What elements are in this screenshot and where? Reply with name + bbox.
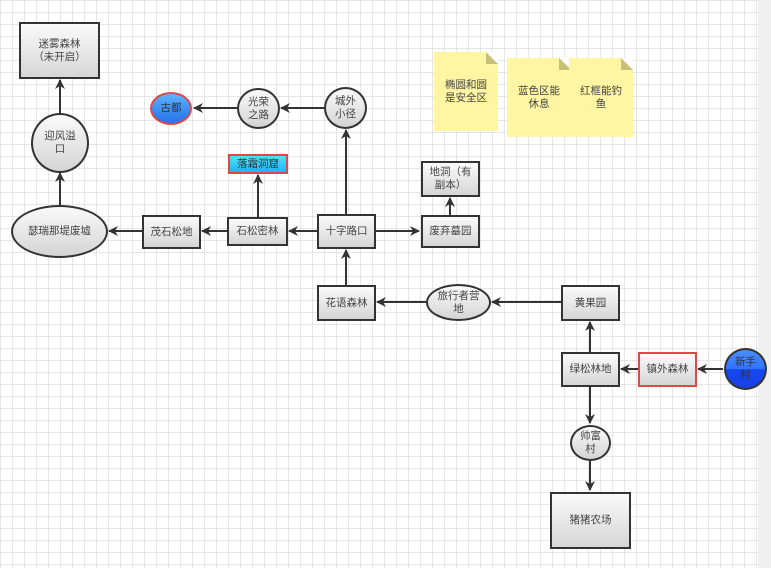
node-flower-forest[interactable]: 花语森林: [317, 285, 376, 321]
node-stone-pine-forest[interactable]: 石松密林: [227, 217, 288, 246]
node-outskirts-path[interactable]: 城外 小径: [324, 87, 367, 129]
node-cave-label: 地洞（有 副本）: [429, 166, 472, 191]
note-red-fishing[interactable]: 红框能钓 鱼: [569, 58, 633, 137]
node-graveyard-label: 废弃墓园: [429, 225, 472, 237]
note-fold-icon: [559, 58, 571, 70]
note-blue-rest-text: 蓝色区能 休息: [518, 84, 560, 110]
node-frost-cave[interactable]: 落霜洞窟: [228, 154, 288, 174]
note-red-fishing-text: 红框能钓 鱼: [580, 84, 622, 110]
node-flower-forest-label: 花语森林: [325, 296, 368, 309]
node-outer-forest[interactable]: 镇外森林: [638, 352, 697, 387]
node-outskirts-path-label: 城外 小径: [335, 95, 356, 120]
note-safe-zone[interactable]: 椭圆和圆 是安全区: [434, 52, 498, 131]
node-novice-village[interactable]: 新手 村: [724, 348, 767, 390]
node-crossroads-label: 十字路口: [325, 225, 368, 237]
node-mist-forest[interactable]: 迷雾森林 （未开启）: [19, 22, 100, 79]
node-green-pine-label: 绿松林地: [569, 363, 612, 375]
node-glory-road-label: 光荣 之路: [248, 95, 269, 121]
node-frost-cave-label: 落霜洞窟: [237, 157, 279, 170]
node-ancient-city-label: 古都: [160, 102, 182, 114]
node-novice-village-label: 新手 村: [735, 356, 756, 381]
node-traveler-camp-label: 旅行者营 地: [437, 289, 480, 315]
node-orchard-label: 黄果园: [574, 296, 607, 309]
node-ruins-label: 瑟瑞那堤废墟: [28, 225, 91, 237]
node-graveyard[interactable]: 废弃墓园: [421, 215, 480, 248]
node-glory-road[interactable]: 光荣 之路: [237, 88, 280, 129]
node-crossroads[interactable]: 十字路口: [317, 214, 376, 249]
node-pig-farm[interactable]: 猪猪农场: [550, 492, 631, 549]
node-shuaifu-village-label: 帅富 村: [580, 430, 601, 455]
node-shuaifu-village[interactable]: 帅富 村: [570, 425, 611, 461]
node-orchard[interactable]: 黄果园: [561, 285, 620, 321]
note-fold-icon: [486, 52, 498, 64]
note-fold-icon: [621, 58, 633, 70]
node-ancient-city[interactable]: 古都: [150, 92, 192, 125]
node-cave[interactable]: 地洞（有 副本）: [421, 161, 480, 197]
node-outer-forest-label: 镇外森林: [646, 363, 689, 375]
node-lush-pine-label: 茂石松地: [150, 225, 193, 238]
node-green-pine[interactable]: 绿松林地: [561, 352, 620, 387]
node-pig-farm-label: 猪猪农场: [569, 514, 612, 526]
node-mist-forest-label: 迷雾森林 （未开启）: [33, 37, 86, 63]
node-traveler-camp[interactable]: 旅行者营 地: [426, 284, 491, 321]
note-blue-rest[interactable]: 蓝色区能 休息: [507, 58, 571, 137]
note-safe-zone-text: 椭圆和圆 是安全区: [445, 78, 487, 104]
canvas-scroll-strip[interactable]: [758, 0, 771, 568]
node-wind-pass[interactable]: 迎风溢 口: [31, 113, 89, 173]
node-lush-pine[interactable]: 茂石松地: [142, 215, 201, 249]
node-stone-pine-forest-label: 石松密林: [236, 225, 279, 237]
node-wind-pass-label: 迎风溢 口: [44, 130, 76, 155]
node-ruins[interactable]: 瑟瑞那堤废墟: [11, 205, 108, 258]
